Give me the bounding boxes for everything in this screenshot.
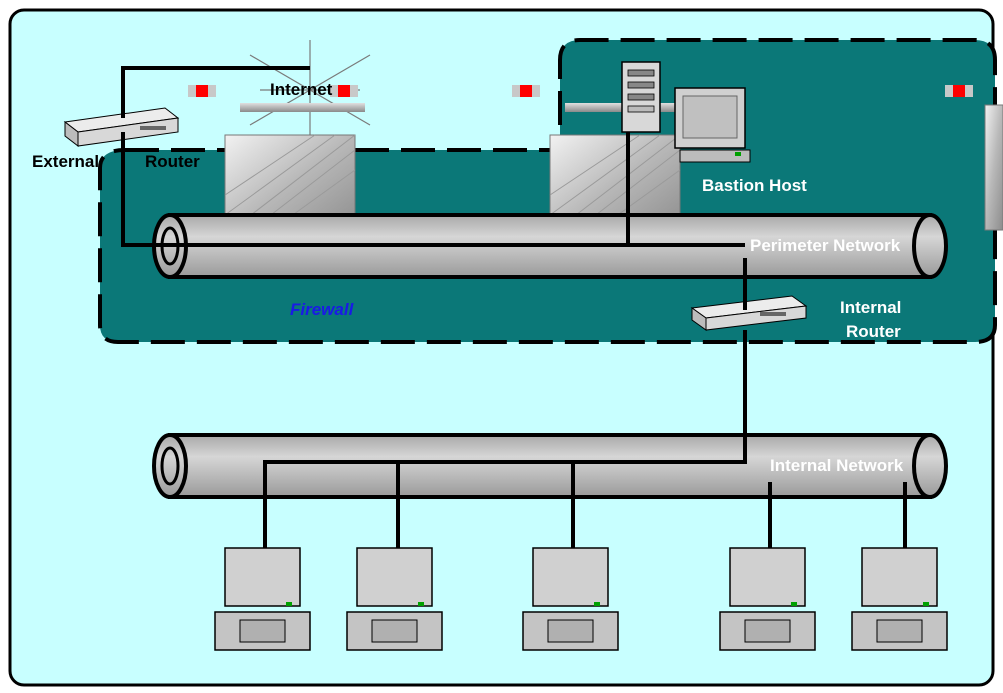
wall-icon-edge [985,105,1003,230]
internal-router-label-2: Router [846,322,901,342]
desktop-computer-icon [720,548,815,650]
internet-beam [240,103,365,112]
firewall-label: Firewall [290,300,353,320]
indicator-internet [330,85,358,97]
indicator-center [512,85,540,97]
external-router-label-2: Router [145,152,200,172]
desktop-computer-icon [215,548,310,650]
internal-router-label-1: Internal [840,298,901,318]
internal-network-label: Internal Network [770,456,903,476]
desktop-computer-icon [852,548,947,650]
bastion-host-label: Bastion Host [702,176,807,196]
external-router-label-1: External [32,152,99,172]
internet-label: Internet [270,80,332,100]
desktop-computer-icon [347,548,442,650]
perimeter-network-label: Perimeter Network [750,236,900,256]
desktop-computer-icon [523,548,618,650]
indicator-left [188,85,216,97]
indicator-right [945,85,973,97]
